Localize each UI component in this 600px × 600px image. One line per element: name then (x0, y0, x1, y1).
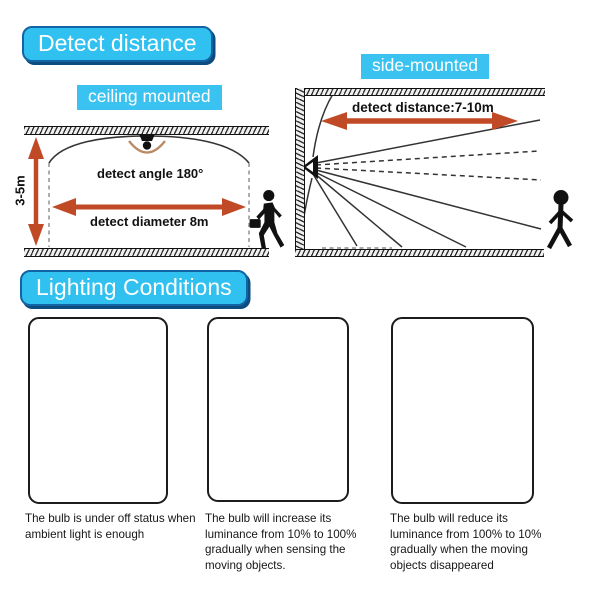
motion-sensor-icon (302, 155, 318, 179)
ceiling-bar (24, 126, 269, 135)
beam-boundary-top (312, 93, 334, 158)
panel-sensing-on (207, 317, 349, 502)
diameter-measure-arrow (52, 198, 246, 216)
side-wall-bar (295, 88, 305, 256)
panel-fade-off (391, 317, 534, 504)
motion-sensor-icon (128, 134, 166, 154)
detect-diameter-label: detect diameter 8m (90, 214, 209, 229)
distance-measure-arrow (321, 112, 518, 130)
stick-person-icon (546, 190, 574, 250)
sensor-beams (312, 119, 542, 249)
panel-caption: The bulb will increase its luminance fro… (205, 512, 357, 572)
side-ceiling-bar (295, 88, 545, 96)
height-measure-arrow (28, 137, 44, 246)
panel-ambient-off (28, 317, 168, 504)
ceiling-mounted-diagram (28, 134, 285, 251)
panel-caption: The bulb will reduce its luminance from … (390, 512, 542, 572)
briefcase-icon (249, 219, 261, 228)
side-mounted-label: side-mounted (361, 54, 490, 80)
floor-bar (24, 248, 269, 257)
height-range-label: 3-5m (12, 175, 28, 206)
side-mounted-diagram (298, 93, 574, 250)
side-floor-bar (295, 249, 544, 257)
lighting-conditions-title: Lighting Conditions (20, 270, 248, 307)
panel-caption: The bulb is under off status when ambien… (25, 512, 196, 541)
walking-person-icon (249, 190, 285, 251)
detect-angle-label: detect angle 180° (97, 166, 204, 181)
detect-distance-title: Detect distance (22, 26, 213, 63)
ceiling-mounted-label: ceiling mounted (77, 85, 222, 111)
detect-distance-label: detect distance:7-10m (352, 100, 494, 115)
